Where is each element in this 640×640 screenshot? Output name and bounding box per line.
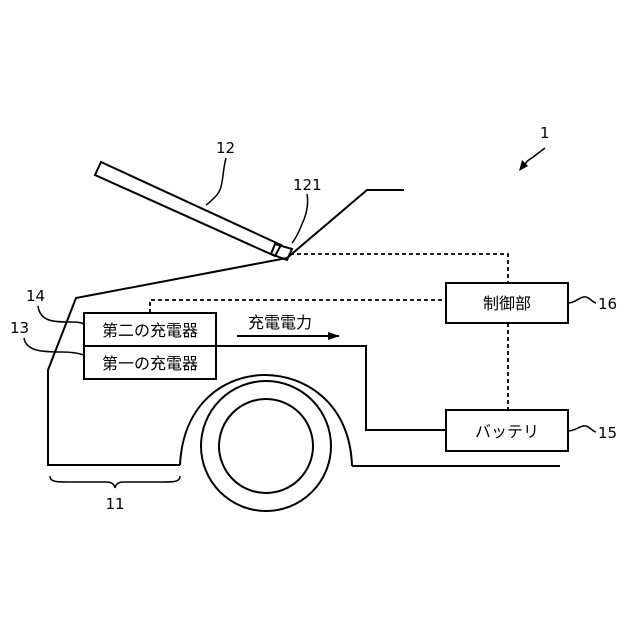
ref-label-14: 14: [26, 287, 45, 305]
signal-line-charger: [150, 300, 446, 313]
front-brace: [50, 476, 180, 488]
ref-leader-12: [206, 158, 226, 205]
ref-leader-16: [568, 297, 596, 303]
ref-leader-14: [38, 306, 84, 324]
ref-leader-13: [24, 338, 84, 355]
charge-power-label: 充電電力: [248, 313, 312, 332]
power-line: [216, 346, 446, 430]
signal-line-hinge: [290, 254, 508, 283]
second-charger-label: 第二の充電器: [102, 321, 198, 340]
controller-label: 制御部: [483, 294, 531, 313]
ref-label-15: 15: [598, 424, 617, 442]
wheel-tire: [201, 381, 331, 511]
first-charger-label: 第一の充電器: [102, 354, 198, 373]
ref-label-121: 121: [293, 176, 322, 194]
ref-leader-15: [568, 426, 596, 432]
battery-label: バッテリ: [475, 422, 539, 441]
ref-label-16: 16: [598, 295, 617, 313]
ref-leader-121: [292, 194, 308, 243]
ref-label-13: 13: [10, 319, 29, 337]
windshield: [287, 190, 404, 258]
wheel-rim: [219, 399, 313, 493]
ref-label-1: 1: [540, 124, 550, 142]
ref-label-11: 11: [105, 495, 124, 513]
hood: [95, 162, 281, 256]
ref-label-12: 12: [216, 139, 235, 157]
ref-arrow-1: [523, 148, 545, 167]
